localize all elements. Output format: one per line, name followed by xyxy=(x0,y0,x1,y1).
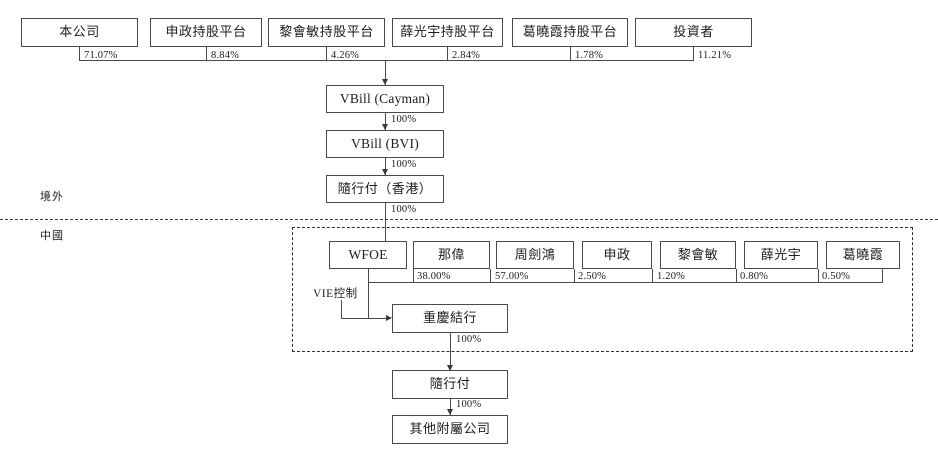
pct-shareholder-5: 11.21% xyxy=(698,50,732,61)
zone-label-offshore: 境外 xyxy=(40,191,64,203)
pct-suixingfu-to-subsidiaries: 100% xyxy=(456,399,482,410)
shareholder-box-5: 投資者 xyxy=(635,18,752,47)
shareholder-box-2: 黎會敏持股平台 xyxy=(268,18,385,47)
vie-control-left-riser xyxy=(341,300,342,319)
connector-hk-to-wfoe xyxy=(385,203,386,247)
connector-bus-to-cayman xyxy=(385,60,386,85)
vie-connector-stub-6 xyxy=(818,269,819,283)
connector-chongqing-to-suixingfu xyxy=(450,333,451,371)
arrowhead-to-chongqing xyxy=(386,314,392,321)
entity-box-vbill-cayman: VBill (Cayman) xyxy=(326,85,444,113)
vie-shareholder-box-3: 申政 xyxy=(582,241,652,269)
arrowhead-to-hk xyxy=(381,169,388,175)
zone-label-onshore: 中國 xyxy=(40,230,64,242)
shareholder-bus-line xyxy=(79,60,693,61)
pct-vie-shareholder-2: 2.50% xyxy=(578,271,607,282)
shareholder-box-3: 薛光宇持股平台 xyxy=(392,18,503,47)
connector-stub-1 xyxy=(206,47,207,61)
vie-connector-stub-1 xyxy=(413,269,414,283)
connector-stub-0 xyxy=(79,47,80,61)
entity-box-suixingfu: 隨行付 xyxy=(392,370,508,399)
connector-bvi-to-hk xyxy=(385,158,386,175)
connector-stub-5 xyxy=(693,47,694,61)
vie-control-vertical xyxy=(368,282,369,319)
vie-shareholder-box-1: 那偉 xyxy=(413,241,490,269)
vie-connector-stub-5 xyxy=(736,269,737,283)
pct-vie-shareholder-5: 0.50% xyxy=(822,271,851,282)
pct-shareholder-3: 2.84% xyxy=(452,50,481,61)
pct-cayman-to-bvi: 100% xyxy=(391,114,417,125)
arrowhead-to-cayman xyxy=(381,79,388,85)
connector-suixingfu-to-subsidiaries xyxy=(450,399,451,415)
vie-shareholder-box-2: 周劍鴻 xyxy=(496,241,574,269)
connector-stub-4 xyxy=(570,47,571,61)
arrowhead-to-suixingfu xyxy=(446,365,453,371)
entity-box-suixingfu-hk: 隨行付（香港） xyxy=(326,175,444,203)
vie-connector-stub-7 xyxy=(882,269,883,283)
vie-control-horizontal xyxy=(341,318,387,319)
pct-vie-shareholder-3: 1.20% xyxy=(657,271,686,282)
vie-connector-stub-0 xyxy=(368,269,369,283)
pct-shareholder-1: 8.84% xyxy=(211,50,240,61)
pct-shareholder-4: 1.78% xyxy=(575,50,604,61)
vie-shareholder-bus-line xyxy=(368,282,882,283)
entity-box-other-subsidiaries: 其他附屬公司 xyxy=(392,415,508,444)
entity-box-vbill-bvi: VBill (BVI) xyxy=(326,130,444,158)
vie-connector-stub-3 xyxy=(574,269,575,283)
pct-vie-shareholder-4: 0.80% xyxy=(740,271,769,282)
vie-region-outline xyxy=(292,227,913,352)
entity-box-chongqing-jiexing: 重慶結行 xyxy=(392,304,508,333)
vie-shareholder-box-4: 黎會敏 xyxy=(660,241,736,269)
vie-shareholder-box-0: WFOE xyxy=(329,241,407,269)
connector-stub-3 xyxy=(447,47,448,61)
vie-shareholder-box-6: 葛曉霞 xyxy=(826,241,900,269)
vie-connector-stub-4 xyxy=(652,269,653,283)
arrowhead-to-bvi xyxy=(381,124,388,130)
pct-vie-shareholder-1: 57.00% xyxy=(495,271,529,282)
arrowhead-to-subsidiaries xyxy=(446,409,453,415)
pct-chongqing-to-suixingfu: 100% xyxy=(456,334,482,345)
pct-bvi-to-hk: 100% xyxy=(391,159,417,170)
pct-vie-shareholder-0: 38.00% xyxy=(417,271,451,282)
shareholder-box-4: 葛曉霞持股平台 xyxy=(512,18,628,47)
vie-connector-stub-2 xyxy=(490,269,491,283)
vie-control-label: VIE控制 xyxy=(313,288,358,300)
shareholder-box-0: 本公司 xyxy=(21,18,138,47)
vie-shareholder-box-5: 薛光宇 xyxy=(744,241,818,269)
connector-stub-2 xyxy=(326,47,327,61)
pct-hk-to-wfoe: 100% xyxy=(391,204,417,215)
shareholder-box-1: 申政持股平台 xyxy=(150,18,262,47)
connector-cayman-to-bvi xyxy=(385,113,386,130)
jurisdiction-divider xyxy=(0,219,938,220)
pct-shareholder-0: 71.07% xyxy=(84,50,118,61)
pct-shareholder-2: 4.26% xyxy=(331,50,360,61)
